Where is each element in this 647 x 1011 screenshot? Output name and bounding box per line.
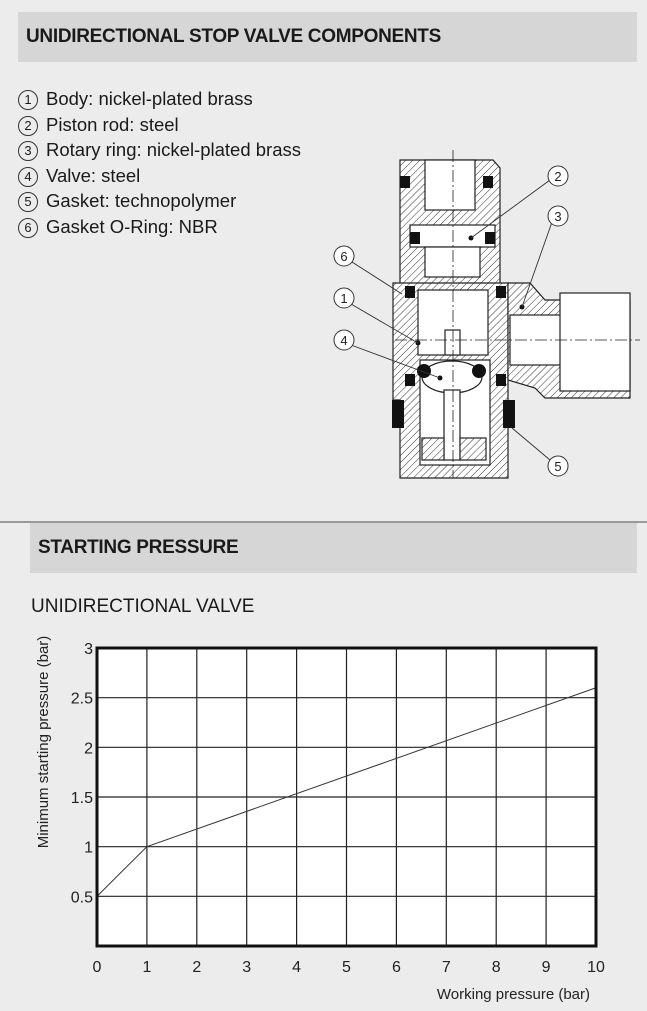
list-item: 5 Gasket: technopolymer [18, 188, 301, 214]
number-badge: 1 [18, 90, 38, 110]
y-tick-label: 2.5 [71, 691, 93, 708]
list-item: 4 Valve: steel [18, 163, 301, 189]
component-label: Rotary ring: nickel-plated brass [46, 139, 301, 161]
x-tick-label: 10 [587, 959, 605, 976]
series-line [96, 687, 597, 897]
number-badge: 2 [18, 115, 38, 136]
callout-2: 2 [554, 169, 561, 184]
list-item: 1 Body: nickel-plated brass [18, 86, 301, 112]
y-tick-label: 0.5 [71, 889, 93, 906]
number-badge: 3 [18, 141, 38, 162]
number-badge: 6 [18, 217, 38, 238]
x-tick-label: 2 [192, 959, 201, 976]
component-label: Valve: steel [46, 164, 141, 186]
starting-pressure-chart: 0 1 2 3 4 5 6 7 8 9 10 0.5 1 1.5 2 2.5 3 Working pressur… [35, 636, 605, 1003]
y-tick-label: 3 [84, 641, 93, 658]
callout-6: 6 [340, 249, 347, 264]
x-tick-label: 8 [492, 959, 501, 976]
list-item: 2 Piston rod: steel [18, 112, 301, 138]
component-label: Gasket O-Ring: NBR [46, 215, 218, 237]
plot-frame [95, 646, 598, 948]
callout-4: 4 [340, 333, 347, 348]
x-tick-label: 3 [242, 959, 251, 976]
x-tick-label: 0 [93, 959, 102, 976]
components-list: 1 Body: nickel-plated brass 2 Piston rod: … [18, 86, 301, 240]
number-badge: 4 [18, 166, 38, 187]
callout-1: 1 [340, 291, 347, 306]
x-tick-label: 9 [542, 959, 551, 976]
x-tick-label: 1 [142, 959, 151, 976]
section-divider [0, 521, 647, 523]
x-axis-label: Working pressure (bar) [437, 986, 590, 1003]
callout-3: 3 [554, 209, 561, 224]
component-label: Piston rod: steel [46, 113, 179, 135]
section-header-starting-pressure: STARTING PRESSURE [30, 523, 637, 573]
x-tick-label: 5 [342, 959, 351, 976]
x-tick-label: 4 [292, 959, 301, 976]
callout-5: 5 [554, 459, 561, 474]
chart-title: UNIDIRECTIONAL VALVE [31, 596, 255, 617]
valve-cross-section-diagram: 2 3 6 1 4 5 [333, 150, 640, 479]
y-tick-label: 1 [84, 840, 93, 857]
x-tick-label: 6 [392, 959, 401, 976]
section-header-components: UNIDIRECTIONAL STOP VALVE COMPONENTS [18, 12, 637, 62]
y-tick-label: 1.5 [71, 790, 93, 807]
y-tick-label: 2 [84, 740, 93, 757]
y-axis-label: Minimum starting pressure (bar) [35, 636, 52, 849]
list-item: 3 Rotary ring: nickel-plated brass [18, 137, 301, 163]
component-label: Gasket: technopolymer [46, 190, 237, 212]
number-badge: 5 [18, 192, 38, 213]
component-label: Body: nickel-plated brass [46, 88, 253, 109]
x-tick-label: 7 [442, 959, 451, 976]
list-item: 6 Gasket O-Ring: NBR [18, 214, 301, 240]
